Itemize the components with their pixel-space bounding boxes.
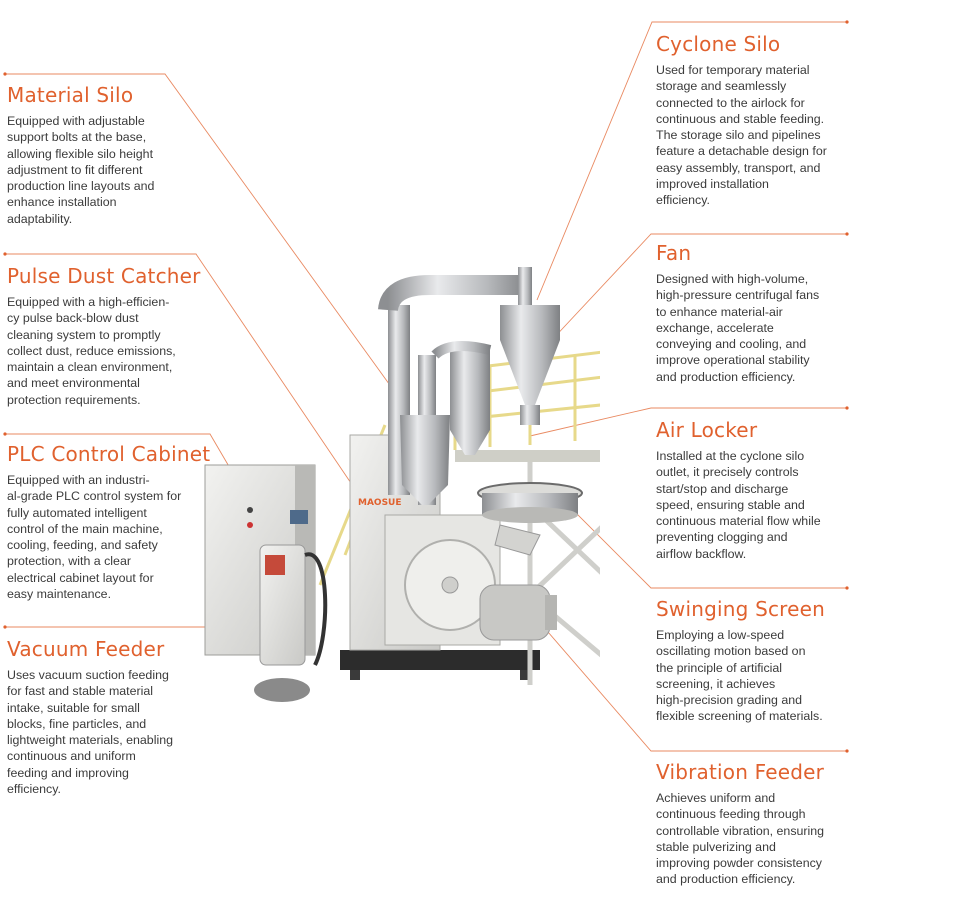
cyclone-silo	[500, 267, 560, 425]
vacuum-feeder	[254, 544, 328, 702]
callout-description: Employing a low-speed oscillating motion…	[656, 628, 823, 724]
pulverizer-machine-illustration: MAOSUE	[204, 267, 600, 702]
callout-description: Equipped with a high-efficien- cy pulse …	[7, 295, 176, 407]
callout-swinging-screen: Swinging Screen Employing a low-speed os…	[656, 597, 856, 725]
leader-pulse-dust-catcher	[5, 253, 358, 493]
callout-description: Installed at the cyclone silo outlet, it…	[656, 449, 821, 561]
callout-title: Vibration Feeder	[656, 760, 825, 784]
callout-air-locker: Air Locker Installed at the cyclone silo…	[656, 418, 856, 562]
callout-vibration-feeder: Vibration Feeder Achieves uniform and co…	[656, 760, 856, 888]
pulse-dust-catcher	[431, 341, 492, 455]
leader-vibration-feeder	[547, 631, 847, 752]
callout-description: Equipped with an industri- al-grade PLC …	[7, 473, 182, 602]
leader-fan	[549, 233, 847, 343]
material-silo	[378, 275, 530, 505]
callout-cyclone-silo: Cyclone Silo Used for temporary material…	[656, 32, 856, 209]
callout-material-silo: Material Silo Equipped with adjustable s…	[7, 83, 207, 227]
callout-pulse-dust-catcher: Pulse Dust Catcher Equipped with a high-…	[7, 264, 207, 408]
motor	[479, 584, 557, 641]
callout-description: Achieves uniform and continuous feeding …	[656, 791, 825, 887]
callout-title: Swinging Screen	[656, 597, 826, 621]
leader-air-locker	[529, 407, 847, 437]
callout-title: Air Locker	[656, 418, 758, 442]
vibration-feeder	[494, 524, 541, 556]
base-frame	[340, 650, 540, 680]
callout-vacuum-feeder: Vacuum Feeder Uses vacuum suction feedin…	[7, 637, 207, 797]
leader-cyclone-silo	[536, 21, 847, 301]
brand-logo: MAOSUE	[358, 498, 402, 508]
callout-title: Fan	[656, 241, 692, 265]
leader-swinging-screen	[564, 501, 847, 589]
callout-title: PLC Control Cabinet	[7, 442, 211, 466]
platform-deck	[455, 450, 600, 462]
callout-title: Pulse Dust Catcher	[7, 264, 201, 288]
callout-description: Uses vacuum suction feeding for fast and…	[7, 668, 173, 797]
callout-fan: Fan Designed with high-volume, high-pres…	[656, 241, 856, 385]
swinging-screen	[477, 482, 583, 523]
callout-title: Cyclone Silo	[656, 32, 781, 56]
callout-title: Material Silo	[7, 83, 134, 107]
callout-description: Equipped with adjustable support bolts a…	[7, 114, 155, 226]
callout-title: Vacuum Feeder	[7, 637, 165, 661]
callout-description: Designed with high-volume, high-pressure…	[656, 272, 820, 384]
callout-plc-control-cabinet: PLC Control Cabinet Equipped with an ind…	[7, 442, 211, 602]
callout-description: Used for temporary material storage and …	[656, 63, 827, 208]
leader-material-silo	[5, 73, 393, 389]
